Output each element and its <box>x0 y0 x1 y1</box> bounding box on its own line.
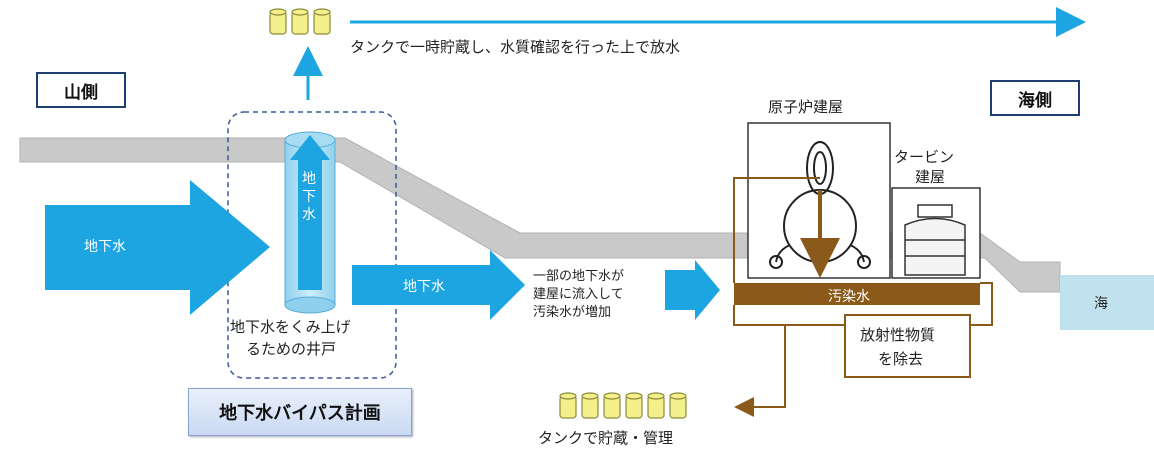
radioactive-removal-line-1: 放射性物質 <box>860 326 936 344</box>
groundwater-flow-label: 地下水 <box>403 279 445 295</box>
partial-inflow-line-1: 一部の地下水が <box>533 269 625 284</box>
radioactive-removal-box <box>844 314 971 378</box>
reactor-building-label: 原子炉建屋 <box>768 98 844 116</box>
tank-storage-management-label: タンクで貯蔵・管理 <box>538 429 674 447</box>
mountain-side-label: 山側 <box>36 72 126 108</box>
contaminated-water-label: 汚染水 <box>828 289 870 305</box>
sea-label: 海 <box>1094 296 1108 312</box>
top-tanks-icon <box>269 8 331 35</box>
turbine-building-label-1: タービン <box>894 148 955 166</box>
sea-side-label: 海側 <box>990 80 1080 116</box>
bottom-tanks-icon <box>559 392 687 419</box>
partial-inflow-line-3: 汚染水が増加 <box>533 305 612 320</box>
partial-inflow-line-2: 建屋に流入して <box>533 287 624 302</box>
groundwater-inflow-label: 地下水 <box>84 239 126 255</box>
well-column <box>284 131 336 314</box>
radioactive-removal-line-2: を除去 <box>878 350 924 368</box>
turbine-icon <box>904 204 966 276</box>
well-column-label: 地下水 <box>302 171 316 223</box>
building-inflow-arrow <box>665 260 720 320</box>
contaminated-water-basin <box>734 283 980 305</box>
sea-area <box>1060 275 1154 330</box>
well-caption-line-1: 地下水をくみ上げ <box>230 318 351 336</box>
groundwater-inflow-arrow <box>45 180 270 315</box>
groundwater-flow-arrow <box>352 250 525 320</box>
turbine-building-label-2: 建屋 <box>915 168 946 186</box>
tank-storage-release-label: タンクで一時貯蔵し、水質確認を行った上で放水 <box>350 38 681 56</box>
contamination-loop-lines <box>733 177 993 417</box>
well-caption-line-2: るための井戸 <box>246 340 337 358</box>
plan-title: 地下水バイパス計画 <box>188 388 412 436</box>
